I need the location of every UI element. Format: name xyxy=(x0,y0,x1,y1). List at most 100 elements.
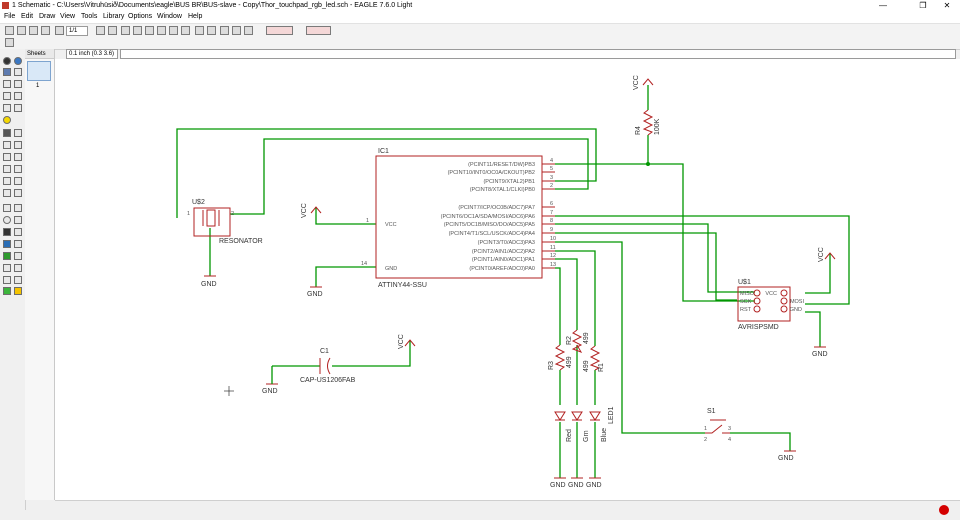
menu-tools[interactable]: Tools xyxy=(81,13,98,20)
erc-icon[interactable] xyxy=(14,276,22,284)
add-icon[interactable] xyxy=(14,129,22,137)
attribute-icon[interactable] xyxy=(3,264,11,272)
sheet-thumbnail[interactable] xyxy=(27,61,51,81)
wire-icon[interactable] xyxy=(3,204,11,212)
r4-value: 100K xyxy=(654,118,661,135)
undo-icon[interactable] xyxy=(195,26,204,35)
dimension-icon[interactable] xyxy=(14,264,22,272)
pinswap-icon[interactable] xyxy=(3,141,11,149)
bus-icon[interactable] xyxy=(3,240,11,248)
warning-icon[interactable] xyxy=(14,287,22,295)
move-icon[interactable] xyxy=(3,80,11,88)
group-icon[interactable] xyxy=(3,104,11,112)
split-icon[interactable] xyxy=(3,189,11,197)
avrisp-body[interactable] xyxy=(737,286,791,322)
ic1-pin-gnd: GND xyxy=(385,266,397,272)
stop-command-icon[interactable] xyxy=(939,505,949,515)
grid-icon[interactable] xyxy=(5,38,14,47)
label-icon[interactable] xyxy=(14,252,22,260)
help-icon[interactable] xyxy=(244,26,253,35)
redraw-icon[interactable] xyxy=(169,26,178,35)
zoom-out-icon[interactable] xyxy=(145,26,154,35)
paste-icon[interactable] xyxy=(3,116,11,124)
maximize-button[interactable]: ❐ xyxy=(919,1,927,10)
sheet-select[interactable]: 1/1 xyxy=(66,26,88,36)
display-icon[interactable] xyxy=(3,68,11,76)
check-icon[interactable] xyxy=(3,287,11,295)
close-button[interactable]: ✕ xyxy=(943,1,951,10)
menu-window[interactable]: Window xyxy=(157,13,182,20)
command-input[interactable] xyxy=(120,49,956,59)
menu-library[interactable]: Library xyxy=(103,13,125,20)
polygon-icon[interactable] xyxy=(14,228,22,236)
zoom-in-icon[interactable] xyxy=(133,26,142,35)
zoom-fit-icon[interactable] xyxy=(121,26,130,35)
zoom-last-icon[interactable] xyxy=(181,26,190,35)
arc-icon[interactable] xyxy=(14,216,22,224)
miter-icon[interactable] xyxy=(14,177,22,185)
show-icon[interactable] xyxy=(14,57,22,65)
r3-resistor[interactable] xyxy=(554,344,566,371)
ic1-pin-pa7: (PCINT7/ICP/OC0B/ADC7)PA7 xyxy=(458,205,535,211)
board-icon[interactable] xyxy=(55,26,64,35)
menu-options[interactable]: Options xyxy=(128,13,153,20)
minimize-button[interactable]: — xyxy=(879,1,887,10)
cam-icon[interactable] xyxy=(41,26,50,35)
rotate-icon[interactable] xyxy=(14,92,22,100)
change-icon[interactable] xyxy=(14,104,22,112)
rect-icon[interactable] xyxy=(3,228,11,236)
led-red-label: Red xyxy=(566,429,573,442)
design-link-icon[interactable] xyxy=(266,26,293,35)
ic1-pin-pb0: (PCINT8/XTAL1/CLKI)PB0 xyxy=(470,187,535,193)
r1-resistor[interactable] xyxy=(589,345,601,371)
name-icon[interactable] xyxy=(3,165,11,173)
stop-icon[interactable] xyxy=(220,26,229,35)
u1-pin-vcc: VCC xyxy=(765,291,777,297)
resonator-body[interactable] xyxy=(193,207,231,237)
smash-icon[interactable] xyxy=(3,177,11,185)
print-icon[interactable] xyxy=(29,26,38,35)
menu-edit[interactable]: Edit xyxy=(21,13,34,20)
zoom-select-icon[interactable] xyxy=(157,26,166,35)
copy-icon[interactable] xyxy=(14,80,22,88)
menu-help[interactable]: Help xyxy=(188,13,203,20)
net-icon[interactable] xyxy=(14,240,22,248)
value-icon[interactable] xyxy=(14,165,22,173)
replace-icon[interactable] xyxy=(3,153,11,161)
led-green[interactable] xyxy=(571,411,583,421)
optimize-icon[interactable] xyxy=(14,189,22,197)
junction-icon[interactable] xyxy=(3,252,11,260)
ic1-pin14-num: 14 xyxy=(361,261,367,267)
horizontal-scrollbar[interactable] xyxy=(55,500,960,511)
mark-icon[interactable] xyxy=(14,68,22,76)
led-blue[interactable] xyxy=(589,411,601,421)
mirror-icon[interactable] xyxy=(3,92,11,100)
labels: IC1 ATTINY44-SSU U$2 RESONATOR U$1 AVRIS… xyxy=(192,75,828,489)
s1-switch[interactable] xyxy=(705,424,723,434)
menu-file[interactable]: File xyxy=(4,13,16,20)
menu-draw[interactable]: Draw xyxy=(39,13,56,20)
menu-view[interactable]: View xyxy=(60,13,76,20)
gateswap-icon[interactable] xyxy=(14,141,22,149)
3d-view-icon[interactable] xyxy=(306,26,331,35)
go-icon[interactable] xyxy=(232,26,241,35)
s1-pin1: 1 xyxy=(704,426,707,432)
invoke-icon[interactable] xyxy=(14,153,22,161)
schematic-canvas[interactable]: IC1 ATTINY44-SSU U$2 RESONATOR U$1 AVRIS… xyxy=(55,59,960,500)
script-icon[interactable] xyxy=(96,26,105,35)
circle-icon[interactable] xyxy=(3,216,11,224)
delete-icon[interactable] xyxy=(3,129,11,137)
ic1-body[interactable] xyxy=(375,155,543,279)
led1-name: LED1 xyxy=(608,406,615,424)
ic1-pin-num-3: 3 xyxy=(550,175,553,181)
r4-resistor[interactable] xyxy=(642,109,654,136)
open-icon[interactable] xyxy=(5,26,14,35)
frame-icon[interactable] xyxy=(3,276,11,284)
led-red[interactable] xyxy=(554,411,566,421)
ulp-icon[interactable] xyxy=(108,26,117,35)
info-icon[interactable] xyxy=(3,57,11,65)
save-icon[interactable] xyxy=(17,26,26,35)
text-icon[interactable] xyxy=(14,204,22,212)
r2-resistor[interactable] xyxy=(571,329,583,353)
redo-icon[interactable] xyxy=(207,26,216,35)
